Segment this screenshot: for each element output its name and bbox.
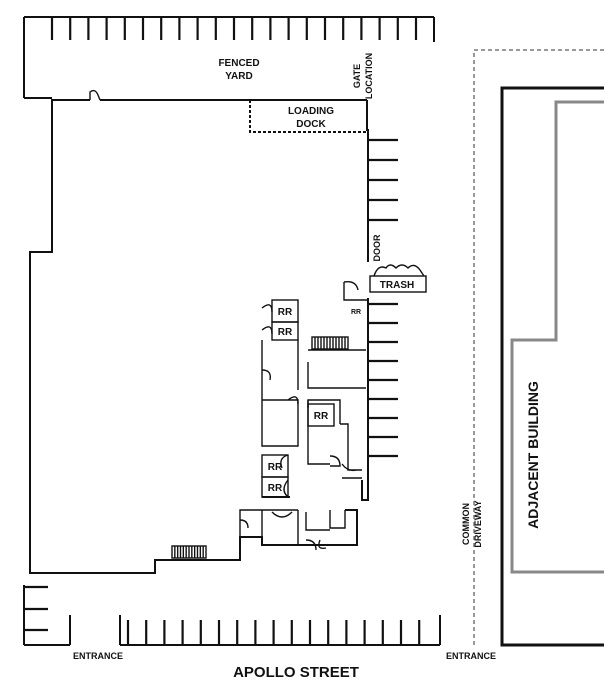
interior-rooms bbox=[239, 299, 366, 551]
loading-dock-label-2: DOCK bbox=[296, 119, 326, 130]
stairs-upper bbox=[311, 336, 349, 350]
parking-stalls-top bbox=[50, 17, 418, 40]
adjacent-building-label: ADJACENT BUILDING bbox=[525, 381, 541, 529]
common-driveway-label-2: DRIVEWAY bbox=[473, 500, 483, 547]
common-driveway-line bbox=[473, 49, 604, 645]
parking-stalls-east-lower bbox=[368, 302, 398, 458]
fenced-yard-label-1: FENCED bbox=[218, 58, 259, 69]
parking-stalls-east-upper bbox=[368, 138, 398, 222]
gate-label-2: LOCATION bbox=[364, 53, 374, 99]
street-label: APOLLO STREET bbox=[233, 664, 359, 681]
loading-dock-label-1: LOADING bbox=[288, 106, 334, 117]
door-label: DOOR bbox=[372, 234, 382, 262]
entrance-label-west: ENTRANCE bbox=[73, 651, 123, 661]
fenced-yard-outline bbox=[23, 16, 435, 99]
parking-stalls-south bbox=[126, 620, 421, 645]
entrance-label-east: ENTRANCE bbox=[446, 651, 496, 661]
parking-area-south bbox=[23, 585, 441, 646]
loading-dock-area bbox=[249, 100, 366, 133]
restroom-label-1: RR bbox=[278, 307, 293, 318]
parking-stalls-west bbox=[24, 585, 48, 632]
adjacent-building bbox=[500, 86, 604, 647]
common-driveway-label-1: COMMON bbox=[461, 503, 471, 545]
restroom-label-4: RR bbox=[268, 462, 283, 473]
restroom-label-trash: RR bbox=[351, 309, 361, 316]
trash-label: TRASH bbox=[380, 280, 414, 291]
restroom-label-5: RR bbox=[268, 483, 283, 494]
trash-enclosure bbox=[343, 264, 427, 301]
building-outline bbox=[29, 89, 369, 574]
stairs-lower bbox=[171, 545, 207, 559]
fenced-yard-label-2: YARD bbox=[225, 71, 252, 82]
restroom-label-3: RR bbox=[314, 411, 329, 422]
gate-label-1: GATE bbox=[352, 64, 362, 88]
restroom-label-2: RR bbox=[278, 327, 293, 338]
